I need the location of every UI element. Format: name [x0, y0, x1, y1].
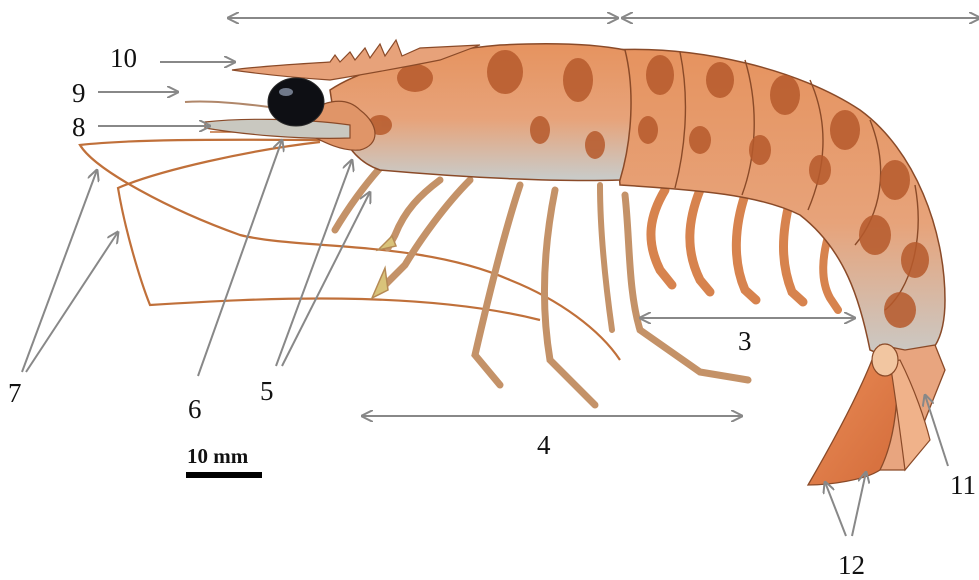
eye-highlight: [279, 88, 293, 96]
arrow-5a: [276, 160, 352, 366]
tail-fan: [808, 344, 945, 485]
arrow-12b: [852, 472, 866, 536]
claw-tips: [372, 236, 396, 298]
arrow-6: [198, 140, 282, 376]
scale-bar: [186, 472, 262, 478]
arrow-7b: [26, 232, 118, 372]
label-11: 11: [950, 472, 976, 499]
arrow-12a: [825, 482, 846, 536]
arrow-11: [925, 395, 948, 466]
label-5: 5: [260, 378, 274, 405]
label-4: 4: [537, 432, 551, 459]
label-10: 10: [110, 45, 137, 72]
eye: [268, 78, 324, 126]
walking-legs: [335, 168, 748, 405]
label-12: 12: [838, 552, 865, 579]
label-7: 7: [8, 380, 22, 407]
label-8: 8: [72, 114, 86, 141]
scale-bar-label: 10 mm: [187, 446, 248, 467]
label-6: 6: [188, 396, 202, 423]
label-3: 3: [738, 328, 752, 355]
antennal-scale: [205, 119, 350, 138]
arrow-5b: [282, 192, 370, 366]
label-9: 9: [72, 80, 86, 107]
arrow-7a: [22, 170, 97, 372]
